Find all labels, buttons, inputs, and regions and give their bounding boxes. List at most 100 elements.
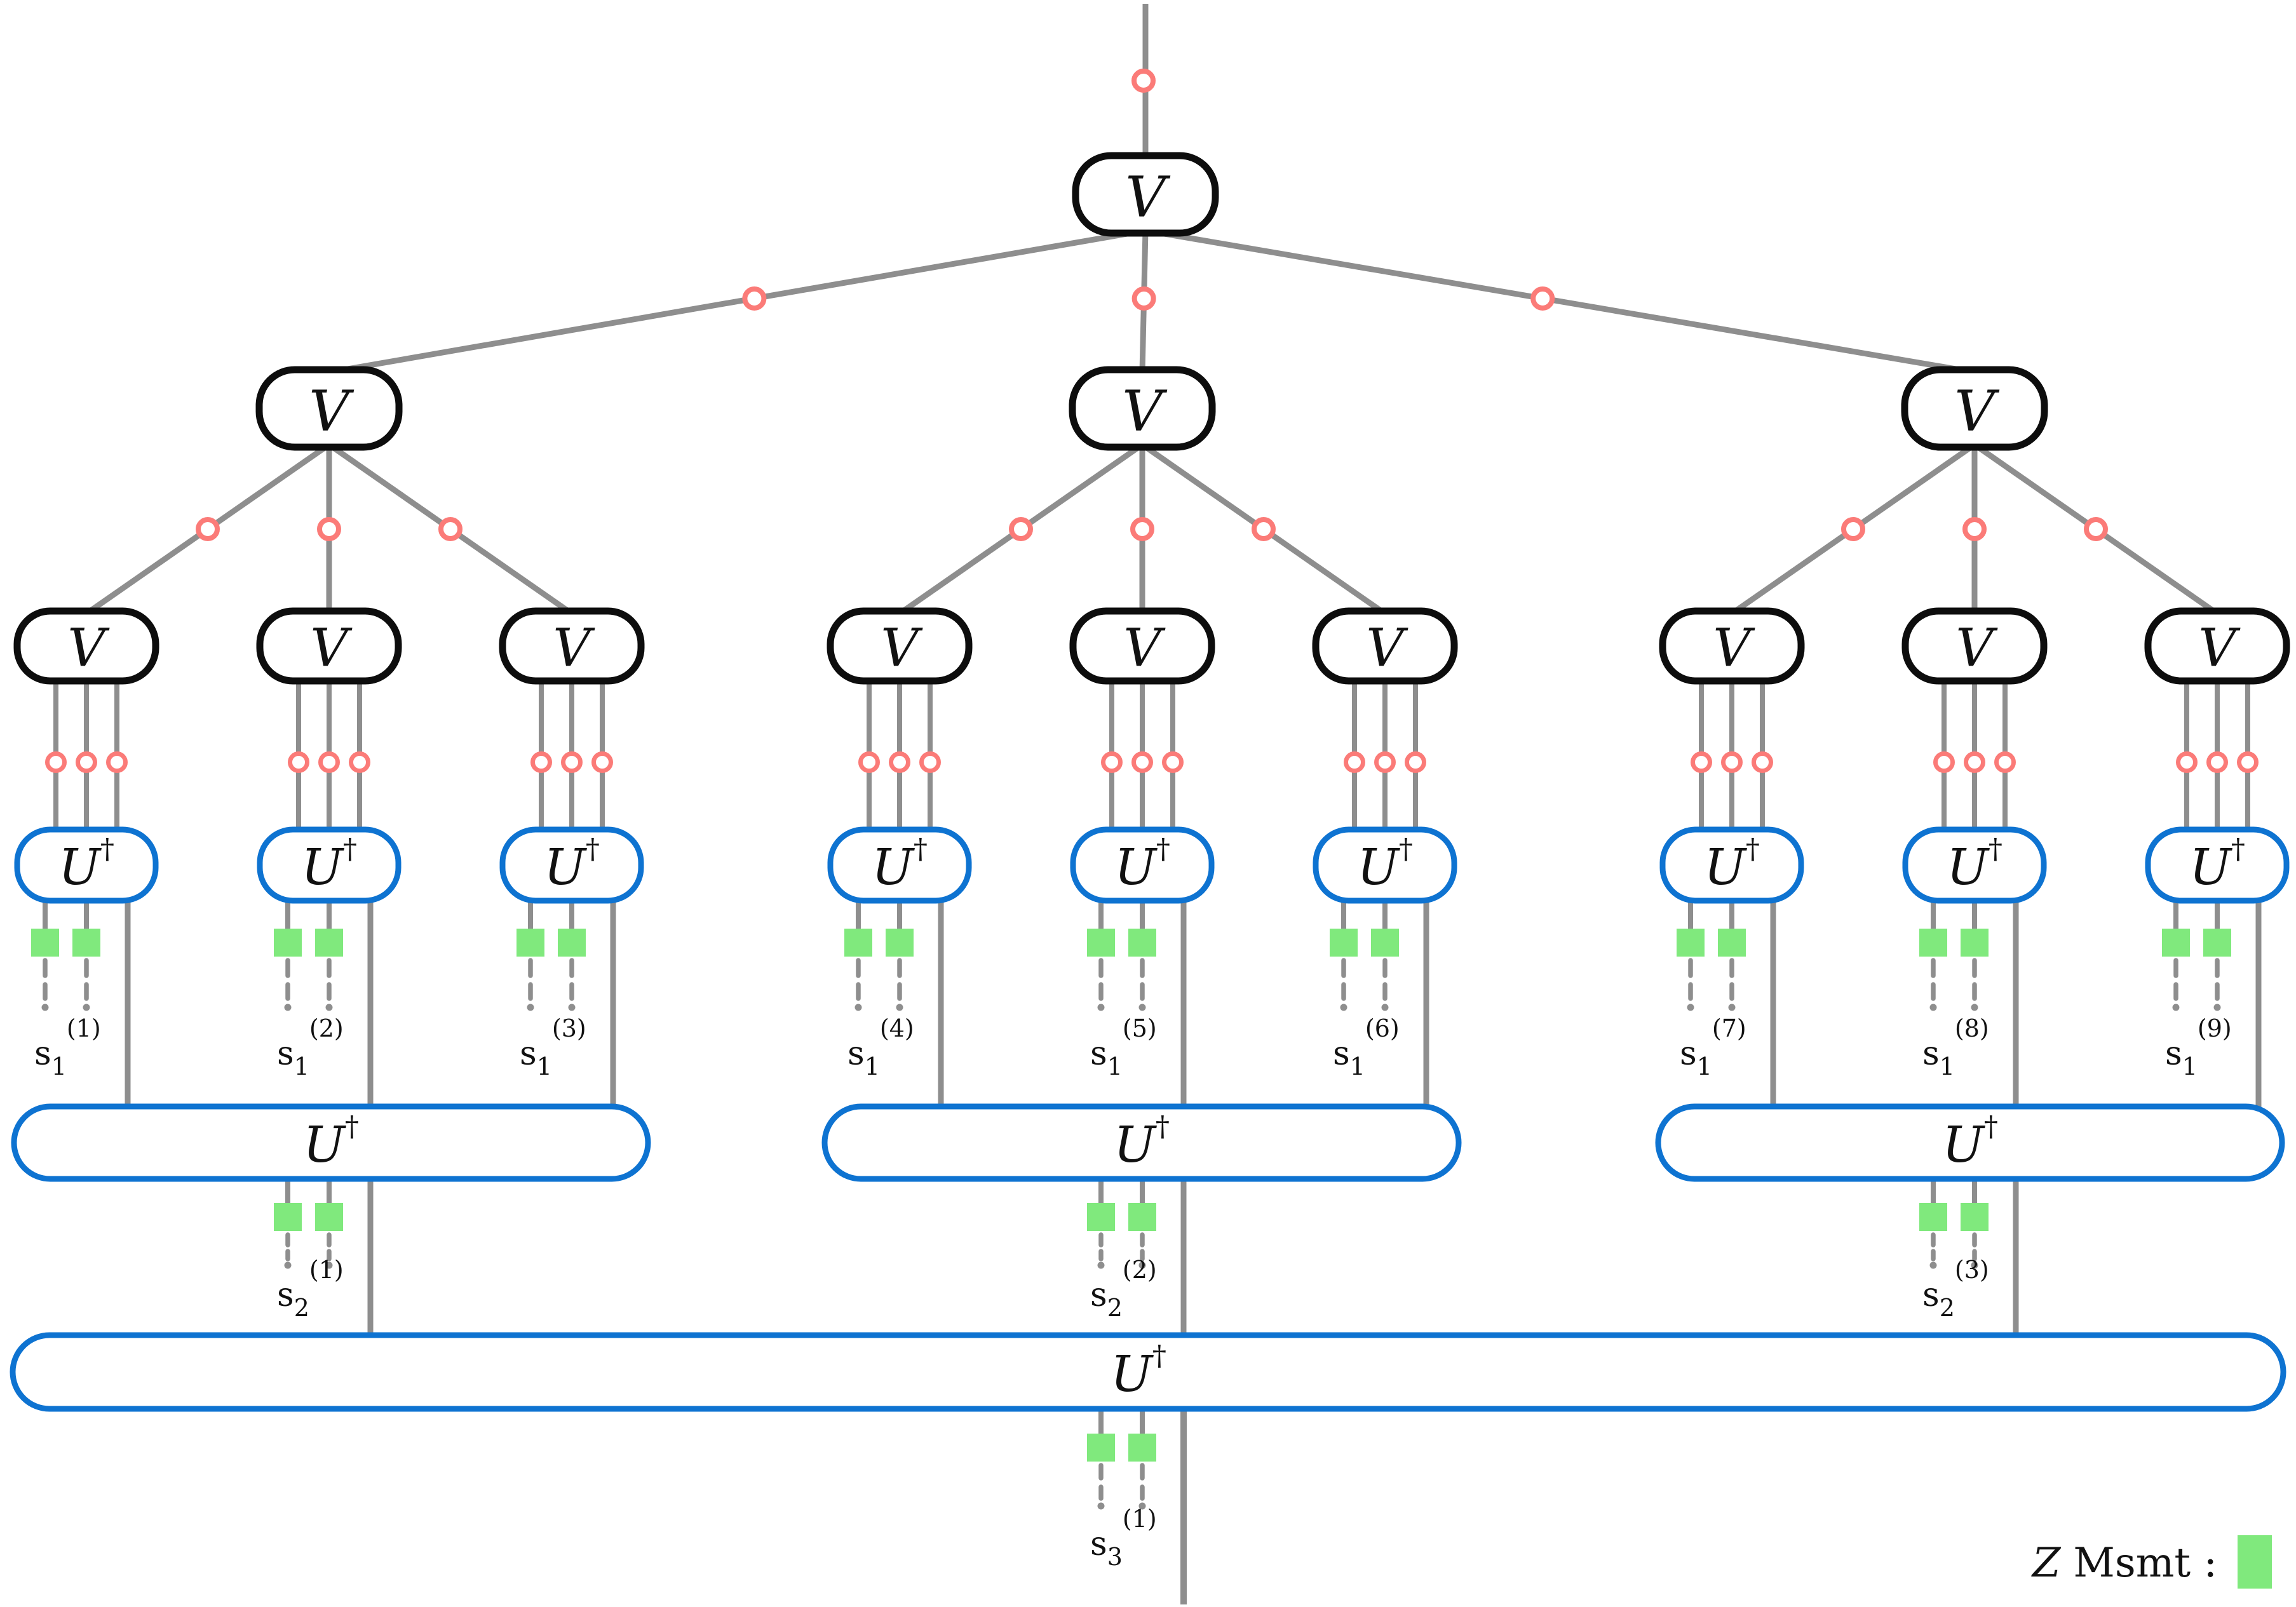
measured-wire-end-dot <box>568 1004 576 1011</box>
measured-wire-end-dot <box>1381 1004 1389 1011</box>
unitary-label: U† <box>58 833 114 896</box>
qubit-circle-icon <box>889 751 910 773</box>
unitary-node-leaf <box>499 826 644 904</box>
isometry-node-branch <box>1901 366 2048 451</box>
measured-wire-end-dot <box>1687 1004 1694 1011</box>
unitary-node-branch <box>1655 1103 2285 1182</box>
qubit-circle-icon <box>1841 517 1865 541</box>
qubit-circle-icon <box>45 751 67 773</box>
z-measurement-square <box>72 929 100 957</box>
z-measurement-square <box>1087 929 1115 957</box>
qubit-circle-icon <box>1131 69 1156 93</box>
measured-wire-end-dot <box>1138 1261 1146 1269</box>
qubit-circle-icon <box>1530 286 1555 311</box>
isometry-label: V <box>1123 619 1166 679</box>
qubit-circle-icon <box>1752 751 1773 773</box>
legend-z-measurement-swatch <box>2238 1535 2272 1589</box>
isometry-label: V <box>881 619 923 679</box>
measured-wire-end-dot <box>896 1004 903 1011</box>
isometry-label: V <box>310 619 353 679</box>
z-measurement-square <box>274 1203 302 1231</box>
unitary-label: U† <box>1114 833 1170 896</box>
unitary-label: U† <box>301 833 357 896</box>
qubit-circle-icon <box>318 751 340 773</box>
qubit-circle-icon <box>742 286 767 311</box>
measured-wire-end-dot <box>1138 1502 1146 1510</box>
unitary-label: U† <box>2189 833 2245 896</box>
qubit-circle-icon <box>1130 517 1154 541</box>
qubit-circle-icon <box>1101 751 1123 773</box>
qubit-circle-icon <box>1131 286 1156 311</box>
isometry-label: V <box>1955 619 1998 679</box>
unitary-label: U† <box>303 1110 359 1174</box>
z-measurement-square <box>1919 929 1947 957</box>
site-label: s3(1) <box>1090 1505 1157 1571</box>
measured-wire-end-dot <box>325 1004 333 1011</box>
qubit-circle-icon <box>196 517 220 541</box>
measured-wire-end-dot <box>1097 1502 1105 1510</box>
measured-wire-end-dot <box>325 1261 333 1269</box>
qubit-circle-icon <box>919 751 941 773</box>
qubit-circle-icon <box>1252 517 1276 541</box>
measured-wire-end-dot <box>1971 1004 1978 1011</box>
isometry-node-branch <box>255 366 403 451</box>
isometry-node-leaf <box>1659 607 1805 685</box>
z-measurement-square <box>1087 1203 1115 1231</box>
z-measurement-square <box>1677 929 1705 957</box>
root-branch-wire <box>1145 227 1975 375</box>
unitary-label: U† <box>1114 1110 1170 1174</box>
qubit-circle-icon <box>106 751 128 773</box>
qubit-circle-icon <box>1933 751 1955 773</box>
unitary-label: U† <box>1947 833 2002 896</box>
unitary-label: U† <box>1942 1110 1998 1174</box>
qubit-circle-icon <box>2176 751 2198 773</box>
qubit-circle-icon <box>317 517 341 541</box>
measured-wire-end-dot <box>1728 1004 1736 1011</box>
qubit-circle-icon <box>2237 751 2259 773</box>
isometry-label: V <box>1713 619 1755 679</box>
isometry-node-leaf <box>1901 607 2048 685</box>
measured-wire-end-dot <box>1138 1004 1146 1011</box>
z-measurement-square <box>1087 1434 1115 1462</box>
qubit-circle-icon <box>1131 751 1153 773</box>
qubit-circle-icon <box>1162 751 1184 773</box>
z-measurement-square <box>315 1203 343 1231</box>
unitary-node-leaf <box>1659 826 1804 904</box>
site-label: s1(9) <box>2165 1014 2232 1080</box>
z-measurement-square <box>1718 929 1746 957</box>
isometry-label: V <box>67 619 110 679</box>
isometry-node-leaf <box>1312 607 1458 685</box>
qubit-circle-icon <box>1962 517 1987 541</box>
qubit-circle-icon <box>591 751 613 773</box>
site-label: s1(7) <box>1680 1014 1746 1080</box>
qubit-circle-icon <box>1721 751 1743 773</box>
measured-wire-end-dot <box>527 1004 534 1011</box>
measured-wire-end-dot <box>1929 1004 1937 1011</box>
z-measurement-square <box>1919 1203 1947 1231</box>
z-measurement-square <box>1961 1203 1989 1231</box>
qubit-circle-icon <box>1691 751 1712 773</box>
markers-layer <box>31 69 2259 1510</box>
isometry-label: V <box>1125 165 1171 230</box>
measured-wire-end-dot <box>854 1004 862 1011</box>
qubit-circle-icon <box>561 751 583 773</box>
isometry-label: V <box>2198 619 2241 679</box>
isometry-node-leaf <box>2144 607 2290 685</box>
z-measurement-square <box>1961 929 1989 957</box>
site-label: s1(2) <box>277 1014 344 1080</box>
measured-wire-end-dot <box>41 1004 49 1011</box>
z-measurement-square <box>844 929 872 957</box>
site-label: s1(5) <box>1090 1014 1157 1080</box>
z-measurement-square <box>517 929 544 957</box>
measured-wire-end-dot <box>284 1261 292 1269</box>
qubit-circle-icon <box>438 517 463 541</box>
z-measurement-square <box>558 929 586 957</box>
isometry-label: V <box>309 379 355 444</box>
qubit-circle-icon <box>349 751 370 773</box>
qubit-circle-icon <box>530 751 552 773</box>
isometry-label: V <box>1366 619 1408 679</box>
tensor-nodes-layer <box>10 152 2290 1412</box>
